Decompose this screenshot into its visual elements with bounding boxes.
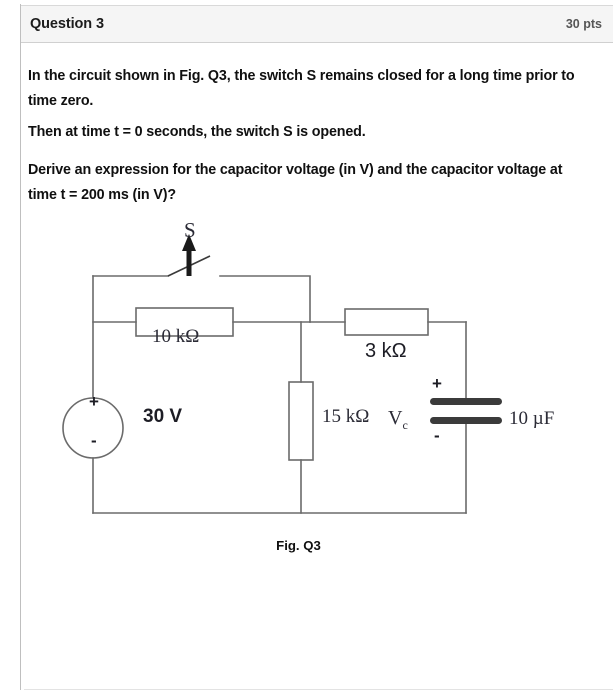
question-paragraph-1: In the circuit shown in Fig. Q3, the swi… <box>28 68 575 109</box>
capacitor-plate-top <box>430 398 502 405</box>
wire-switch-right <box>219 275 311 323</box>
switch-symbol <box>167 234 211 277</box>
question-paragraph-3: Derive an expression for the capacitor v… <box>28 162 563 203</box>
source-plus-sign: + <box>89 392 99 411</box>
resistor-10k-label: 10 kΩ <box>152 326 200 347</box>
page-title: Question 3 <box>30 16 104 32</box>
capacitor-symbol <box>430 398 502 424</box>
footer-divider <box>24 689 613 690</box>
capacitor-plus-sign: + <box>432 374 442 393</box>
circuit-figure: S 10 kΩ 3 kΩ 15 kΩ 30 V Vc 10 µF + - + -… <box>0 218 613 568</box>
capacitor-voltage-symbol: V <box>388 407 403 429</box>
resistor-3k-label: 3 kΩ <box>365 340 407 362</box>
left-border-rule <box>20 4 21 690</box>
voltage-source-body <box>62 397 124 459</box>
resistor-15k-label: 15 kΩ <box>322 406 370 427</box>
figure-caption-text: Fig. Q3 <box>276 538 321 553</box>
resistor-15k-body <box>288 381 314 461</box>
points-badge: 30 pts <box>565 17 602 31</box>
resistor-10k-body <box>135 307 234 337</box>
question-header-bar: Question 3 30 pts <box>21 5 613 43</box>
capacitance-label: 10 µF <box>509 408 555 429</box>
capacitor-voltage-label: Vc <box>388 407 408 433</box>
switch-label: S <box>184 218 196 242</box>
source-minus-sign: - <box>91 431 97 450</box>
question-paragraph-2: Then at time t = 0 seconds, the switch S… <box>28 124 366 140</box>
capacitor-minus-sign: - <box>434 426 440 445</box>
switch-arrow-head <box>182 234 196 251</box>
capacitor-voltage-subscript: c <box>402 418 408 432</box>
voltage-source-label: 30 V <box>143 406 183 427</box>
resistor-3k-body <box>344 308 429 336</box>
figure-caption: Fig. Q3 <box>0 538 613 553</box>
capacitor-plate-bottom <box>430 417 502 424</box>
circuit-diagram-svg <box>62 234 502 514</box>
